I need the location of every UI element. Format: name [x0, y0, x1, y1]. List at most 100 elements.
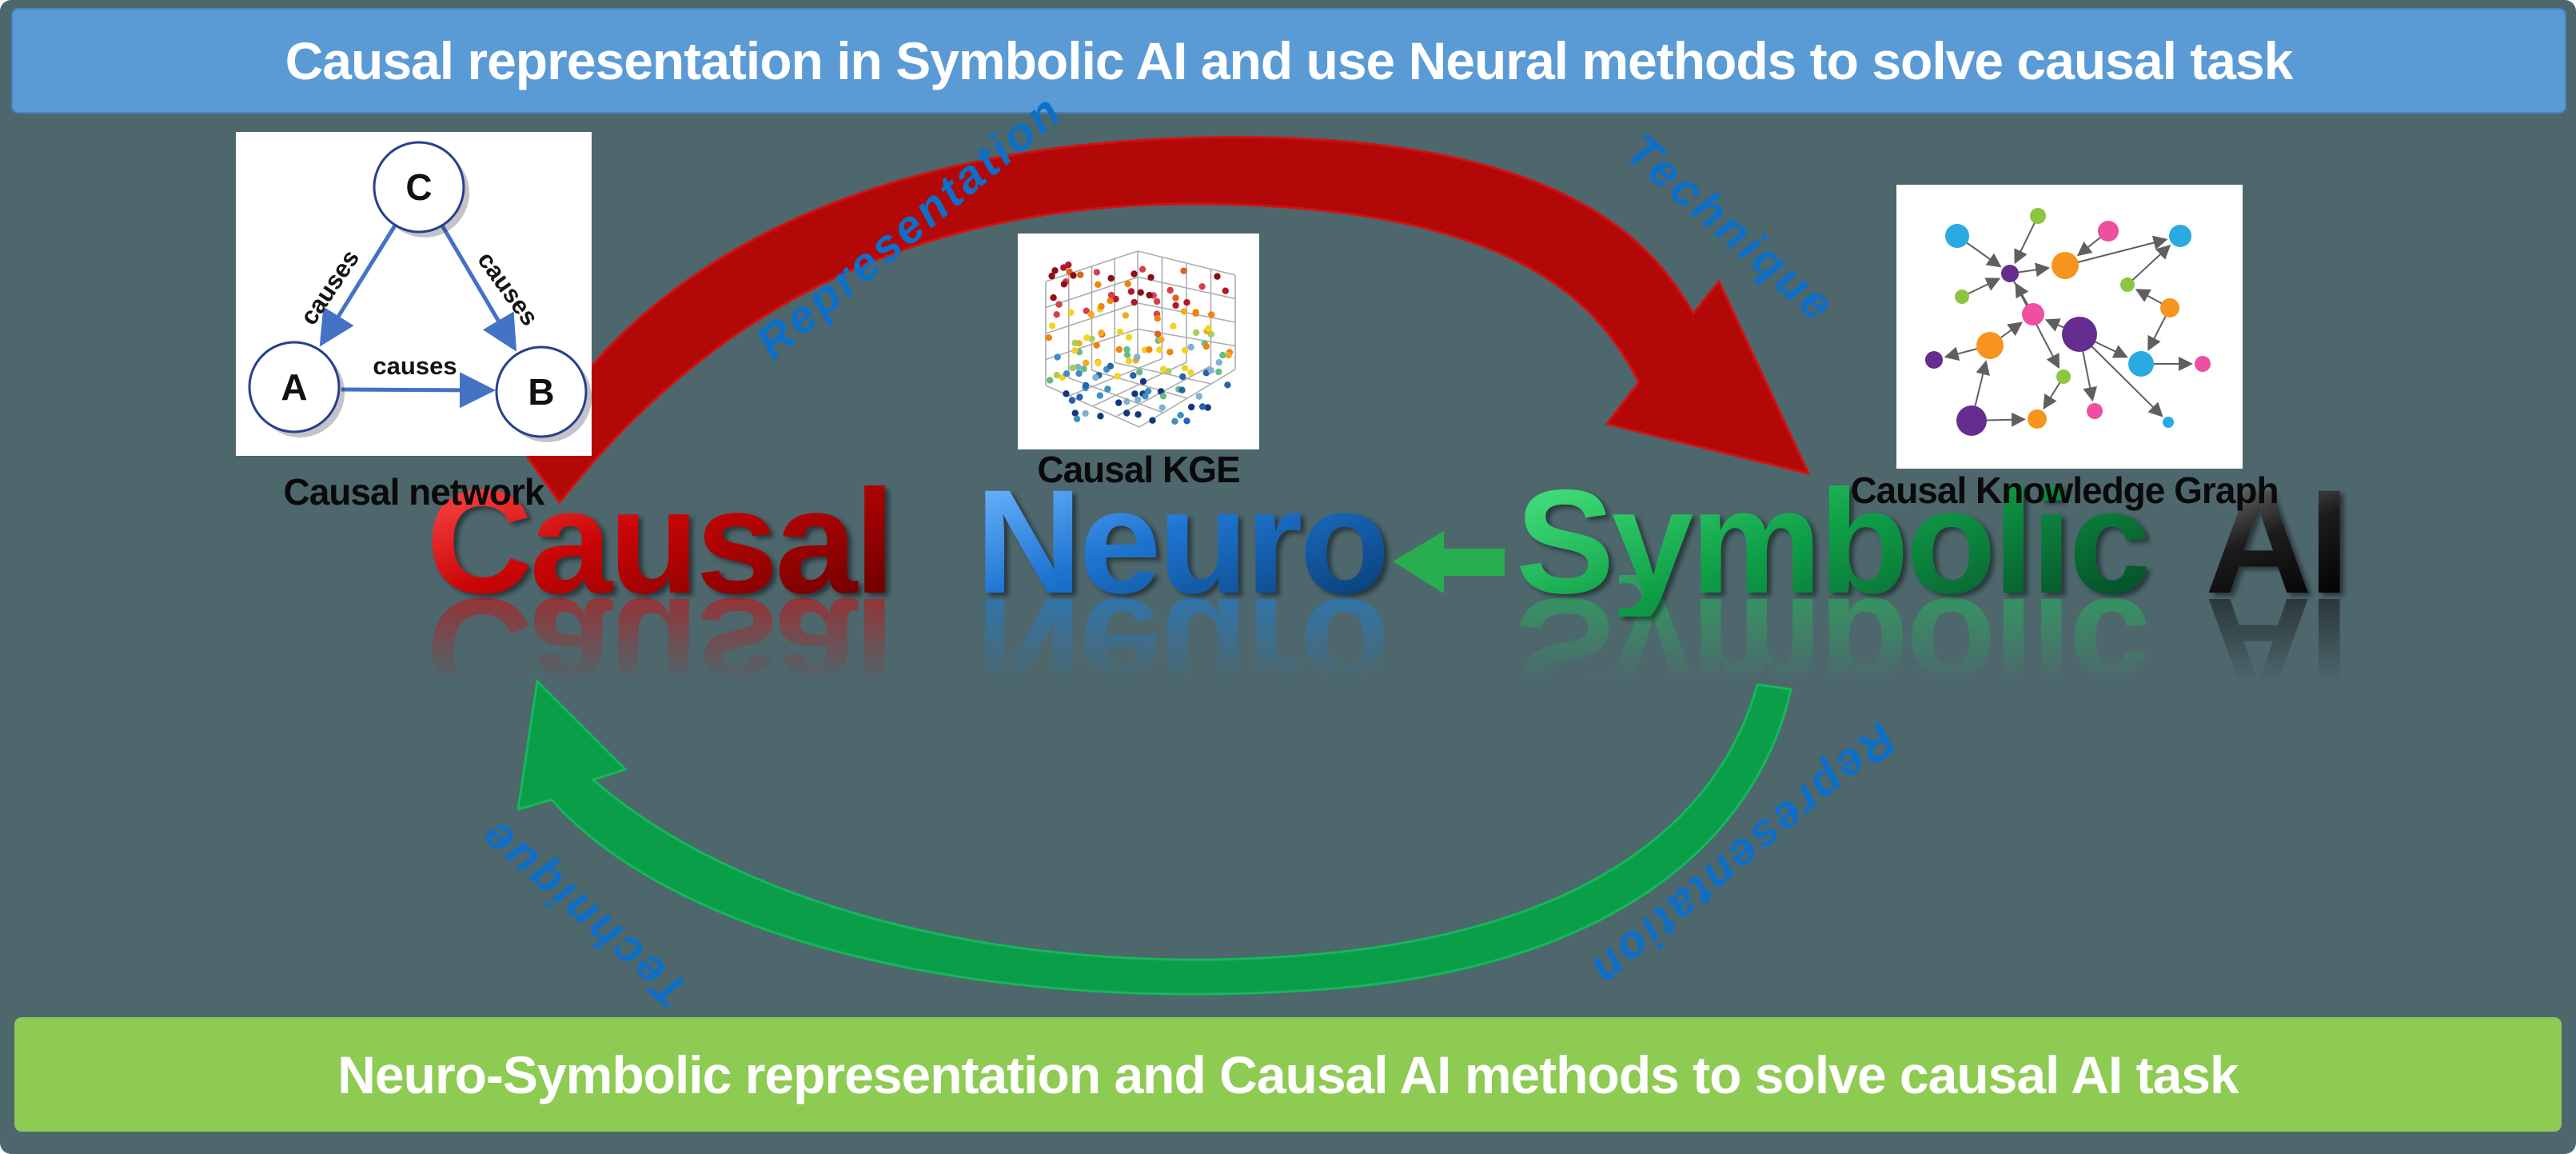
kge-dot — [1070, 272, 1077, 279]
symbolic-word: Symbolic — [1516, 460, 2151, 625]
kge-dot — [1208, 311, 1215, 318]
kge-dot — [1083, 307, 1090, 314]
kge-dot — [1045, 334, 1053, 341]
kge-dot — [1098, 302, 1105, 310]
kge-dot — [1123, 409, 1130, 417]
causal-network-caption: Causal network — [283, 471, 545, 513]
kg-node-pink — [2098, 221, 2119, 242]
kge-dot — [1166, 286, 1174, 294]
kge-dot — [1071, 409, 1079, 417]
kge-dot — [1107, 297, 1114, 305]
kge-dot — [1093, 341, 1100, 349]
kge-dot — [1048, 322, 1056, 329]
kge-grid-line — [1137, 328, 1236, 347]
kge-dot — [1082, 381, 1090, 389]
kg-node-purple — [2001, 265, 2019, 282]
causal-word: Causal — [426, 460, 895, 625]
kge-dot — [1224, 381, 1231, 389]
kge-dot — [1123, 397, 1130, 405]
kge-dot — [1112, 295, 1119, 303]
edge-c-to-b — [440, 224, 517, 352]
kge-dot — [1063, 370, 1071, 377]
top-banner: Causal representation in Symbolic AI and… — [11, 8, 2566, 114]
kge-dot — [1207, 366, 1214, 374]
kg-node-green — [2120, 278, 2135, 292]
ai-word: AI — [2205, 460, 2350, 625]
kge-dot — [1198, 403, 1206, 410]
kge-dot — [1125, 333, 1133, 341]
kge-dot — [1139, 377, 1147, 385]
kge-dot — [1183, 299, 1190, 306]
kge-dot — [1075, 369, 1083, 377]
kge-dot — [1123, 351, 1131, 358]
kge-dot — [1180, 308, 1188, 315]
node-c-label: C — [405, 166, 432, 208]
causal-kge-thumbnail — [1018, 234, 1259, 449]
kge-dot — [1154, 330, 1162, 337]
kge-dot — [1179, 373, 1186, 381]
kge-dot — [1146, 346, 1153, 353]
kge-dot — [1048, 272, 1055, 280]
bottom-banner: Neuro-Symbolic representation and Causal… — [14, 1017, 2562, 1132]
kge-dot — [1134, 396, 1142, 404]
kge-dot — [1159, 365, 1167, 373]
kge-dot — [1071, 339, 1079, 347]
kge-dot — [1130, 298, 1138, 306]
kg-node-orange — [1976, 332, 2004, 359]
causal-kg-caption: Causal Knowledge Graph — [1850, 469, 2279, 511]
kge-dot — [1098, 329, 1105, 337]
kg-node-orange — [2160, 298, 2179, 317]
node-b-circle — [495, 345, 588, 438]
kge-dot — [1149, 417, 1156, 424]
kg-node-blue — [2169, 225, 2191, 247]
symbolic-to-neuro-arrow — [1393, 531, 1505, 593]
bottom-banner-text: Neuro-Symbolic representation and Causal… — [337, 1044, 2239, 1104]
kg-node-blue — [2128, 351, 2154, 377]
kge-dot — [1051, 267, 1059, 274]
kge-dot — [1144, 387, 1152, 395]
kge-dot — [1222, 287, 1229, 294]
kge-dot — [1215, 359, 1222, 366]
kge-dot — [1083, 359, 1090, 366]
kge-dot — [1159, 393, 1167, 400]
kge-dot — [1130, 372, 1137, 379]
kge-dot — [1127, 288, 1135, 295]
kge-dot — [1083, 334, 1091, 341]
kg-node-pink — [2022, 303, 2044, 325]
kge-dot — [1122, 312, 1130, 319]
kge-dot — [1219, 351, 1226, 359]
kge-dot — [1060, 281, 1068, 288]
kge-dot — [1146, 291, 1153, 299]
kge-dot — [1055, 301, 1063, 308]
kge-dot — [1225, 352, 1232, 359]
kge-dot — [1181, 365, 1189, 372]
kge-dot — [1047, 377, 1054, 384]
kge-dot — [1116, 328, 1124, 336]
kge-dot — [1107, 362, 1115, 369]
kge-dot — [1165, 368, 1172, 375]
node-b-label: B — [528, 371, 554, 413]
kge-dot — [1187, 343, 1194, 351]
kge-dot — [1124, 280, 1131, 288]
kge-dot — [1214, 273, 1221, 280]
kge-dot — [1153, 297, 1161, 305]
kge-dot — [1123, 345, 1130, 353]
causal-kge-caption: Causal KGE — [1037, 449, 1240, 490]
kge-dot — [1134, 411, 1142, 418]
kge-dot — [1053, 371, 1060, 379]
kge-dot — [1156, 346, 1163, 353]
kge-dot — [1095, 281, 1102, 288]
kge-dot — [1073, 415, 1081, 422]
neuro-word: Neuro — [975, 460, 1390, 625]
kge-dot — [1075, 363, 1082, 371]
kge-dot — [1077, 271, 1084, 278]
kge-dot — [1188, 403, 1195, 411]
kge-dot — [1088, 335, 1095, 343]
kge-dot — [1137, 289, 1144, 296]
causes-label-bottom: causes — [373, 352, 457, 380]
kge-dot — [1080, 365, 1087, 373]
kge-dot — [1142, 393, 1149, 400]
node-a-circle — [248, 341, 341, 433]
kg-node-green — [2056, 369, 2071, 384]
kg-nodes — [1925, 208, 2211, 436]
